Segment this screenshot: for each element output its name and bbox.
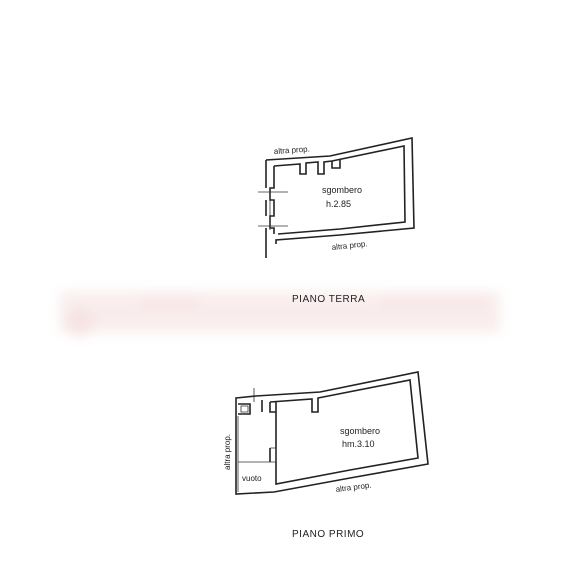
first-room-height: hm.3.10 xyxy=(342,439,375,449)
ground-left-jamb xyxy=(269,166,275,234)
ground-title: PIANO TERRA xyxy=(292,294,365,305)
first-corner-box-inner xyxy=(240,388,255,413)
ground-neighbor-top: altra prop. xyxy=(274,145,311,156)
ground-inner-wall xyxy=(273,145,406,235)
ground-opening-marks xyxy=(258,188,288,230)
first-void-label: vuoto xyxy=(242,474,262,483)
ground-room-name: sgombero xyxy=(322,185,362,195)
plan-ground-floor: altra prop. sgombero h.2.85 altra prop. … xyxy=(258,137,415,305)
watermark-band xyxy=(60,292,500,336)
ground-neighbor-bottom: altra prop. xyxy=(331,239,368,252)
first-outer-wall xyxy=(235,371,429,495)
ground-pier xyxy=(331,160,341,169)
first-inner-wall xyxy=(269,379,419,485)
first-neighbor-bottom: altra prop. xyxy=(335,481,372,494)
ground-outer-wall xyxy=(265,137,415,258)
ground-room-height: h.2.85 xyxy=(326,199,351,209)
plan-first-floor: altra prop. sgombero hm.3.10 vuoto altra… xyxy=(223,371,429,540)
first-title: PIANO PRIMO xyxy=(292,529,364,540)
first-pier xyxy=(261,400,276,413)
first-neighbor-left: altra prop. xyxy=(223,434,232,470)
first-room-name: sgombero xyxy=(340,426,380,436)
first-corner-box xyxy=(238,403,251,415)
